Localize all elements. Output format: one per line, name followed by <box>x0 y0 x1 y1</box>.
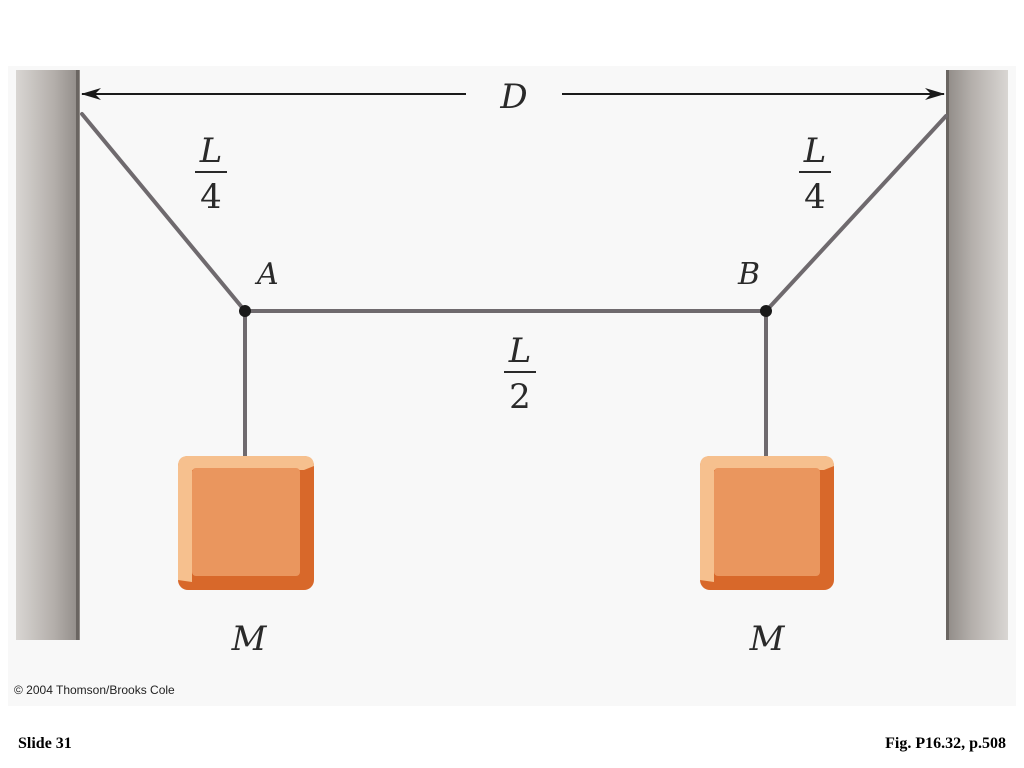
svg-text:L: L <box>508 331 532 371</box>
left-wall <box>16 70 80 640</box>
copyright-notice: © 2004 Thomson/Brooks Cole <box>14 683 175 697</box>
diagram: D A B L 4 L 4 L 2 <box>16 70 1008 659</box>
right-segment-fraction: L 4 <box>799 131 831 217</box>
svg-text:L: L <box>803 131 827 171</box>
mass-right-label: M <box>749 619 786 659</box>
figure-reference: Fig. P16.32, p.508 <box>885 735 1006 752</box>
svg-text:L: L <box>199 131 223 171</box>
slide-number: Slide 31 <box>18 735 72 752</box>
knot-a <box>239 305 251 317</box>
mass-block-right <box>700 456 834 590</box>
figure-panel: D A B L 4 L 4 L 2 <box>8 66 1016 706</box>
right-wall-edge <box>946 70 949 640</box>
mass-left-label: M <box>231 619 268 659</box>
point-a-label: A <box>254 257 279 292</box>
middle-segment-fraction: L 2 <box>504 331 536 417</box>
right-wall <box>946 70 1008 640</box>
right-string <box>764 114 948 313</box>
left-wall-edge <box>76 70 79 640</box>
svg-text:4: 4 <box>200 177 222 217</box>
distance-label: D <box>499 77 527 117</box>
left-segment-fraction: L 4 <box>195 131 227 217</box>
svg-text:4: 4 <box>804 177 826 217</box>
mass-block-left <box>178 456 314 590</box>
left-string <box>80 112 247 313</box>
svg-text:2: 2 <box>509 377 531 417</box>
point-b-label: B <box>737 257 760 292</box>
knot-b <box>760 305 772 317</box>
